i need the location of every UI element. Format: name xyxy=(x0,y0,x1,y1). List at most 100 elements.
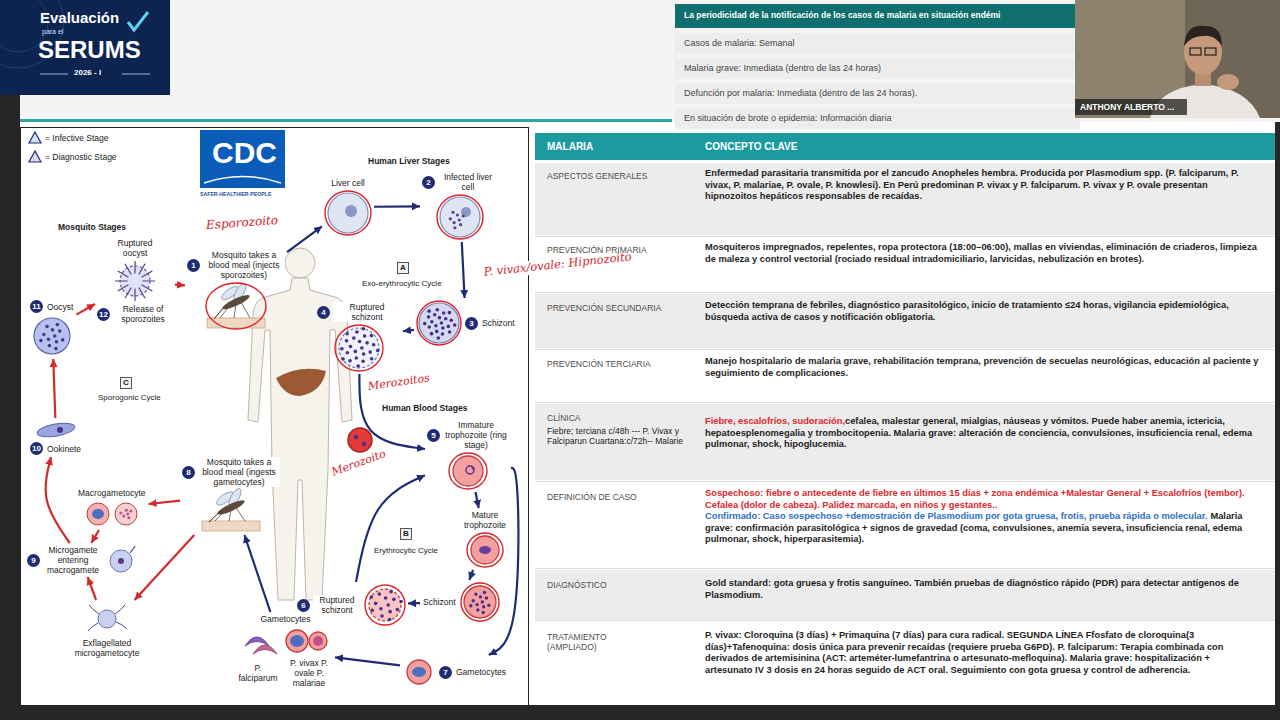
top-bar xyxy=(170,0,1280,122)
cycle-arrow xyxy=(374,205,420,208)
table-cell: Enfermedad parasitaria transmitida por e… xyxy=(705,168,1260,203)
handdrawn-circle xyxy=(417,301,461,345)
cycle-arrow xyxy=(475,492,478,508)
node-row xyxy=(239,626,329,656)
stage-triangle xyxy=(29,151,41,162)
parasite-dot xyxy=(459,223,462,226)
legend-text: = Diagnostic Stage xyxy=(45,152,117,162)
parasite-dot xyxy=(453,323,457,327)
stage-node: 4Ruptured schizont xyxy=(315,300,403,374)
text-label: SAFER·HEALTHIER·PEOPLE xyxy=(200,191,271,197)
parasite-dot xyxy=(56,323,60,327)
text-label: Human Liver Stages xyxy=(368,156,450,166)
crescent-gametocyte xyxy=(253,645,277,654)
parasite-dot xyxy=(481,611,484,614)
schizont-cell xyxy=(419,303,459,343)
table-cell: ASPECTOS GENERALES xyxy=(547,171,692,181)
parasite-dot xyxy=(434,324,438,328)
text-label: 2026 - I xyxy=(74,68,101,78)
node-row: 10Ookinete xyxy=(30,442,82,455)
table-row xyxy=(535,622,1275,705)
parasite-dot xyxy=(354,356,358,360)
stage-node: Schizont xyxy=(420,580,502,624)
parasite-dot xyxy=(451,211,454,214)
parasite-dot xyxy=(380,614,384,618)
stage-picture xyxy=(437,195,483,239)
parasite-dot xyxy=(430,332,434,336)
merozoite xyxy=(354,435,358,439)
text-label: Merozoito xyxy=(330,447,388,479)
table-row xyxy=(535,350,1275,402)
stage-picture xyxy=(335,325,383,371)
callout-number: 9 xyxy=(27,554,40,567)
presenter-glasses xyxy=(1190,48,1201,55)
mosquito-proboscis xyxy=(214,308,223,319)
stage-label: Oocyst xyxy=(46,302,74,312)
table-cell: TRATAMIENTO (AMPLIADO) xyxy=(547,632,657,652)
parasite-dot xyxy=(395,608,399,612)
stage-illustration xyxy=(416,300,462,346)
parasite-dot xyxy=(365,341,369,345)
table-cell: Sospechoso: fiebre o antecedente de fieb… xyxy=(705,488,1260,546)
node-row: 4Ruptured schizont xyxy=(317,302,401,322)
node-row xyxy=(113,260,157,302)
cycle-arrow xyxy=(462,242,465,298)
stage-illustration xyxy=(30,315,74,357)
cycle-arrow xyxy=(53,359,55,418)
parasite-dot xyxy=(370,334,374,338)
parasite-dot xyxy=(340,347,344,351)
text-label: Defunción por malaria: Inmediata (dentro… xyxy=(684,88,917,99)
stage-picture xyxy=(36,421,76,439)
stage-label: Macrogametocyte xyxy=(77,488,147,498)
parasite-dot xyxy=(127,516,130,519)
parasite-dot xyxy=(352,336,356,340)
text-label: Casos de malaria: Semanal xyxy=(684,38,795,49)
parasite-dot xyxy=(435,330,439,334)
stage-label: Gametocytes xyxy=(260,614,308,624)
stage-label: Mosquito takes a blood meal (injects spo… xyxy=(203,250,285,280)
stage-node: 7Gametocytes xyxy=(400,655,509,689)
stage-illustration xyxy=(85,602,129,636)
cycle-arrow xyxy=(91,530,99,543)
stage-illustration xyxy=(34,420,78,440)
stage-picture xyxy=(206,281,266,329)
callout-number: 5 xyxy=(427,429,440,442)
stage-picture xyxy=(325,191,371,235)
parasite-dot xyxy=(444,317,448,321)
callout-number: 7 xyxy=(439,666,452,679)
parasite-dot xyxy=(456,213,459,216)
parasite-dot xyxy=(487,604,490,607)
text-label: CDC xyxy=(212,138,277,168)
node-row: Macrogametocyte xyxy=(77,488,147,498)
parasite-dot xyxy=(442,311,446,315)
stage-label: Gametocytes xyxy=(455,667,507,677)
text-label: Erythrocytic Cycle xyxy=(374,546,438,556)
parasite-dot xyxy=(349,345,353,349)
callout-number: 3 xyxy=(465,317,478,330)
parasite-dot xyxy=(433,313,437,317)
text-label: A xyxy=(397,262,409,274)
stage-illustration xyxy=(106,545,136,575)
table-row xyxy=(535,570,1275,620)
parasite-dot xyxy=(482,591,485,594)
cycle-arrow xyxy=(175,283,185,286)
stage-node: 5Immature trophozoite (ring stage) xyxy=(425,418,511,492)
stage-node: 2Infected liver cell xyxy=(420,170,500,242)
stage-picture xyxy=(87,503,137,525)
stage-node: 3Schizont xyxy=(414,298,518,348)
human-head xyxy=(285,248,315,278)
logo-check xyxy=(128,12,148,30)
parasite-dot xyxy=(51,328,55,332)
microgametocyte xyxy=(98,610,116,628)
stage-label: Ruptured schizont xyxy=(333,302,401,322)
handdrawn-circle xyxy=(206,283,266,329)
parasite-dot xyxy=(388,618,392,622)
parasite-dot xyxy=(376,349,380,353)
node-row: Mature trophozoite xyxy=(460,510,510,530)
diagram-panel xyxy=(21,128,529,706)
stage-picture xyxy=(110,546,135,572)
red-blood-cell xyxy=(471,536,499,564)
stage-label: Ruptured oocyst xyxy=(105,238,165,258)
node-row: P. falciparumP. vivax P. ovale P. malari… xyxy=(234,658,333,688)
stage-label: Mosquito takes a blood meal (ingests gam… xyxy=(198,457,280,487)
